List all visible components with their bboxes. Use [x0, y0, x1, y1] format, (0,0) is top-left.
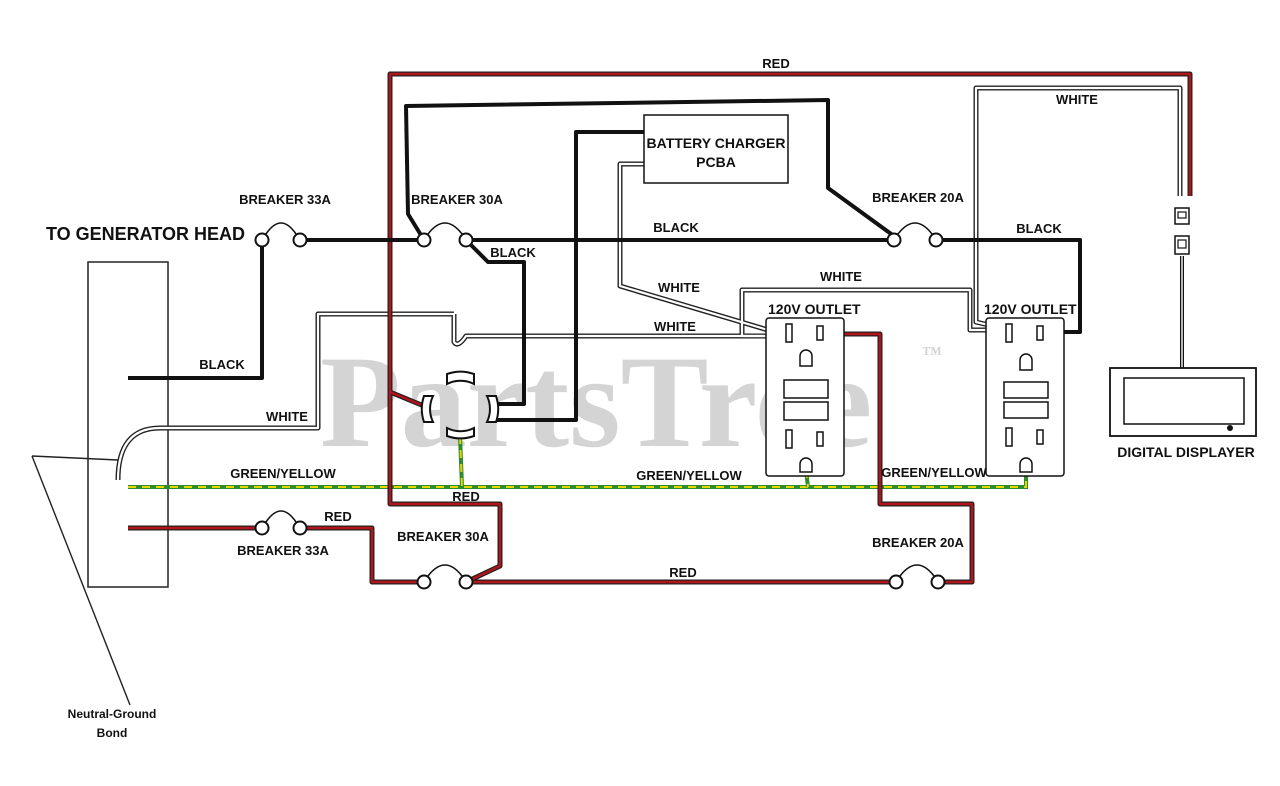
white-wires — [115, 85, 1183, 481]
twist-lock-receptacle — [420, 370, 500, 440]
outlet-2-label: 120V OUTLET — [984, 301, 1077, 317]
outlet-1 — [765, 317, 845, 477]
black-wires — [128, 98, 1082, 422]
wire-label-red-mid: RED — [452, 489, 479, 504]
breaker-33a-top — [254, 222, 308, 248]
breaker-20a-bottom-label: BREAKER 20A — [872, 535, 964, 550]
generator-head-block — [87, 261, 169, 588]
wire-label-black-right: BLACK — [1016, 221, 1062, 236]
breaker-20a-top-label: BREAKER 20A — [872, 190, 964, 205]
generator-head-label: TO GENERATOR HEAD — [46, 224, 245, 244]
breaker-30a-bottom-label: BREAKER 30A — [397, 529, 489, 544]
breaker-33a-top-label: BREAKER 33A — [239, 192, 331, 207]
wire-label-white-outlet: WHITE — [654, 319, 696, 334]
wire-label-red-left: RED — [324, 509, 351, 524]
wire-label-red-bottom: RED — [669, 565, 696, 580]
wire-label-red-top: RED — [762, 56, 789, 71]
battery-charger-label-1: BATTERY CHARGER — [647, 135, 786, 151]
breaker-20a-top — [886, 222, 944, 248]
wire-label-black-top: BLACK — [653, 220, 699, 235]
battery-charger-label-2: PCBA — [696, 154, 736, 170]
battery-charger-box — [643, 114, 789, 184]
neutral-ground-label-1: Neutral-Ground — [68, 707, 157, 721]
digital-displayer — [1109, 367, 1257, 437]
breaker-30a-top-label: BREAKER 30A — [411, 192, 503, 207]
wire-label-white-right: WHITE — [1056, 92, 1098, 107]
wire-label-white-top: WHITE — [820, 269, 862, 284]
wire-label-gy-right: GREEN/YELLOW — [881, 465, 987, 480]
wire-label-gy-mid: GREEN/YELLOW — [636, 468, 742, 483]
digital-displayer-label: DIGITAL DISPLAYER — [1117, 444, 1254, 460]
outlet-1-label: 120V OUTLET — [768, 301, 861, 317]
wire-label-black-mid: BLACK — [490, 245, 536, 260]
wire-label-white-gen: WHITE — [266, 409, 308, 424]
wire-label-white-charger: WHITE — [658, 280, 700, 295]
wire-label-gy-left: GREEN/YELLOW — [230, 466, 336, 481]
watermark-tm: ™ — [922, 343, 942, 365]
breaker-30a-bottom — [416, 564, 474, 590]
displayer-connector — [1174, 207, 1190, 255]
outlet-2 — [985, 317, 1065, 477]
neutral-ground-pointer — [31, 455, 131, 706]
neutral-ground-label-2: Bond — [97, 726, 128, 740]
wire-label-black-gen: BLACK — [199, 357, 245, 372]
breaker-33a-bottom — [254, 510, 308, 536]
breaker-33a-bottom-label: BREAKER 33A — [237, 543, 329, 558]
breaker-20a-bottom — [888, 564, 946, 590]
breaker-30a-top — [416, 222, 474, 248]
